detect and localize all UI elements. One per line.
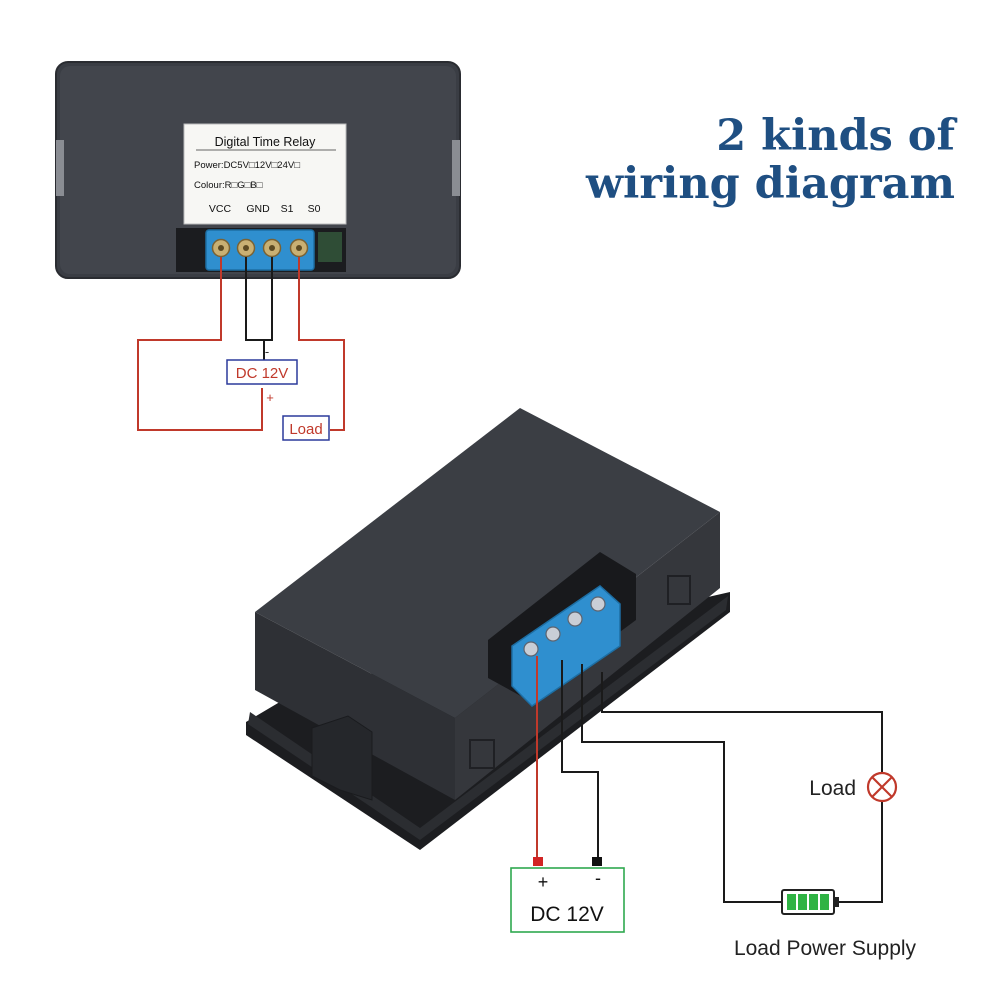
diagram2-minus: - [595,868,601,888]
diagram1-supply-box [226,359,298,385]
diagram1-supply-label: DC 12V [236,365,289,382]
diagram2-plus: + [538,872,549,892]
headline: 2 kinds of wiring diagram [560,112,955,208]
terminal-screw-icon [523,596,606,657]
label-terminal-gnd: GND [246,203,270,215]
supply-minus-terminal [592,857,602,866]
diagram1-plus: + [266,390,274,405]
diagram1-load-box [282,415,330,441]
label-colour: Colour:R□G□B□ [194,180,263,191]
diagram1-wires [137,257,345,431]
label-sticker [183,123,347,225]
diagram2-load-label: Load [809,777,856,800]
diagram2-supply-box [510,867,625,933]
supply-plus-terminal [533,857,543,866]
diagram1-minus: - [265,344,269,359]
diagram2-supply-label: DC 12V [530,903,604,926]
diagram2-wires [536,656,883,903]
wire-s0 [298,257,345,431]
wire-s1 [264,257,273,341]
diagram2-load-supply-label: Load Power Supply [734,937,917,960]
wire-vcc [137,257,263,431]
terminal-screw-icon [211,238,309,258]
label-terminal-s0: S0 [308,203,321,215]
wire2-gnd [561,660,599,860]
terminal-block [205,229,315,271]
module-top-face [255,408,720,718]
diagram1-load-label: Load [289,421,322,438]
label-terminal-vcc: VCC [209,203,232,215]
module-left-face [255,612,455,800]
label-terminal-s1: S1 [281,203,294,215]
wire-gnd [245,257,265,360]
module-3d-view [246,408,730,850]
wire2-s1 [581,664,782,903]
headline-line-2: wiring diagram [586,159,955,209]
label-power: Power:DC5V□12V□24V□ [194,160,300,171]
module-3d-terminal-block [511,585,621,707]
module-back-view: Digital Time Relay Power:DC5V□12V□24V□ C… [55,61,461,279]
headline-line-1: 2 kinds of [716,111,955,161]
label-title: Digital Time Relay [215,135,316,149]
wire2-s0 [601,672,883,903]
battery-icon [781,889,839,915]
lamp-icon [866,771,898,803]
